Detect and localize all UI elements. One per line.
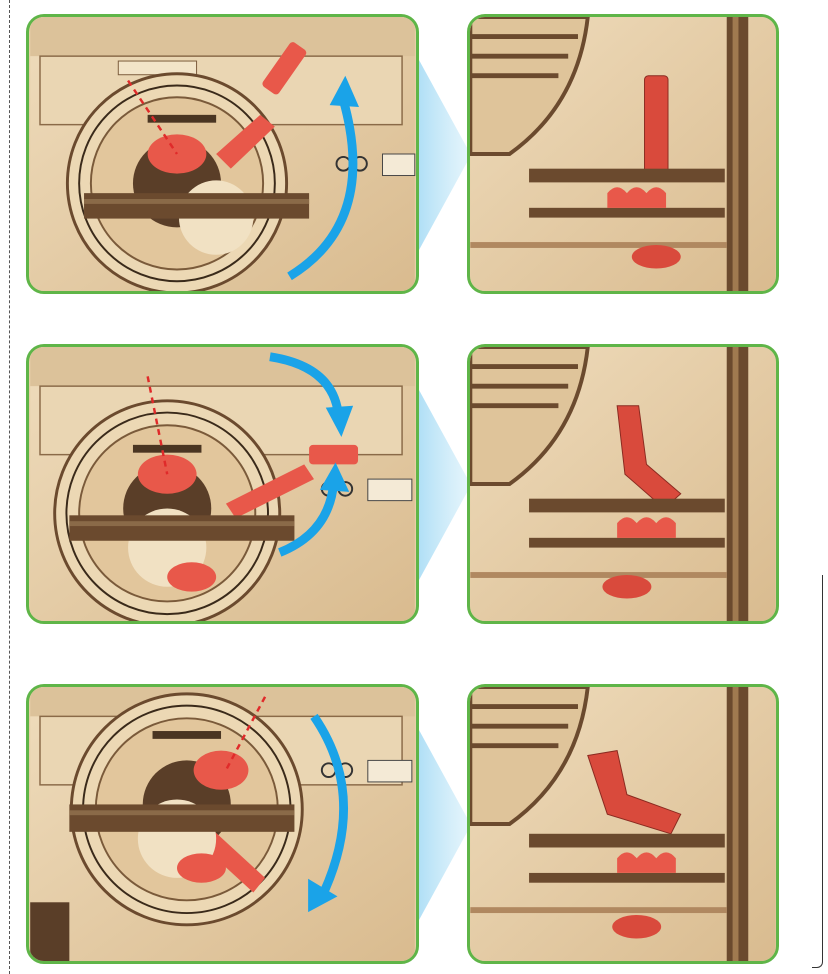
detail-panel-step-2 (467, 344, 779, 624)
detail-illustration (470, 687, 776, 961)
cut-guide-dashed-line (9, 0, 10, 974)
scale-ruler-icon (368, 760, 412, 782)
detail-panel-step-3 (467, 684, 779, 964)
detail-illustration (470, 347, 776, 621)
dial-illustration (29, 347, 416, 621)
dial-panel-step-1 (26, 14, 419, 294)
zoom-connector (419, 730, 471, 920)
dial-panel-step-3 (26, 684, 419, 964)
detail-illustration (470, 17, 776, 291)
dial-illustration (29, 17, 416, 291)
page-edge-bracket (812, 575, 823, 968)
detail-panel-step-1 (467, 14, 779, 294)
dial-illustration (29, 687, 416, 961)
dial-panel-step-2 (26, 344, 419, 624)
zoom-connector (419, 60, 471, 250)
scale-ruler-icon (368, 479, 412, 501)
scale-ruler-icon (382, 154, 414, 176)
zoom-connector (419, 390, 471, 580)
